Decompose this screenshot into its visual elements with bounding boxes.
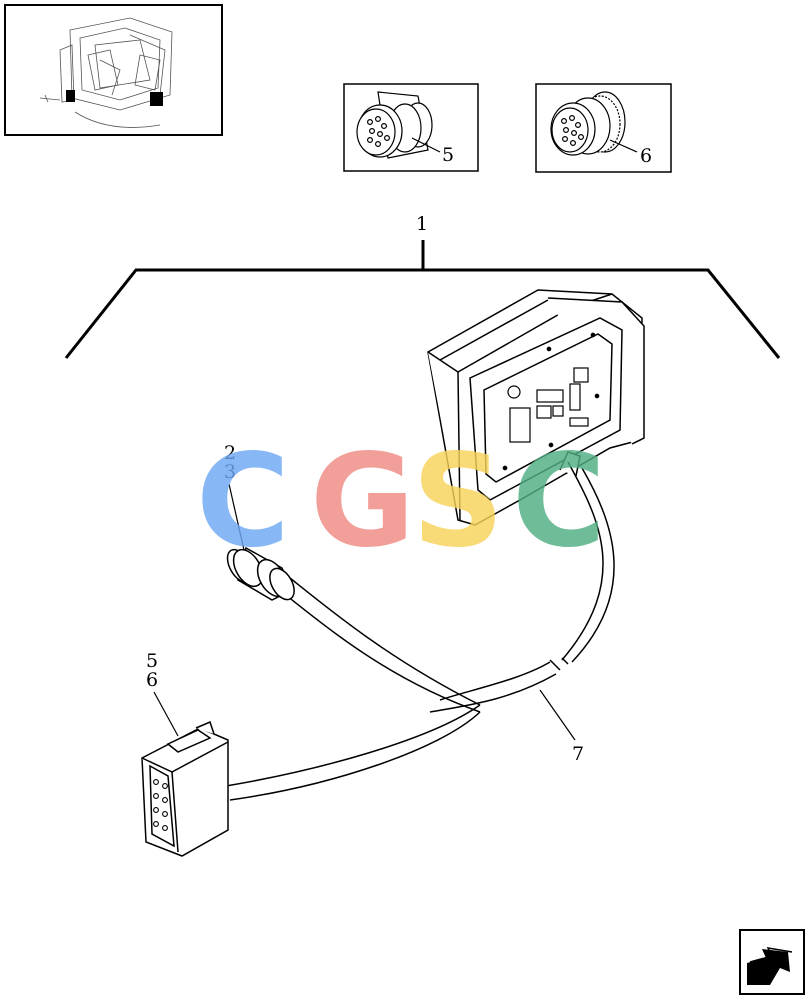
- monitor-unit: [427, 289, 645, 526]
- watermark-letter-g: G: [310, 427, 415, 576]
- rectangular-connector-5-6: [141, 720, 229, 857]
- callout-7: 7: [572, 743, 584, 765]
- callout-2: 2: [224, 442, 236, 464]
- callout-3: 3: [224, 461, 236, 483]
- round-connector-flange-icon: [356, 91, 433, 159]
- callout-1: 1: [416, 213, 428, 235]
- connector-detail-6: 6: [535, 83, 672, 173]
- watermark-letter-c1: C: [196, 427, 290, 576]
- callout-5-top: 5: [442, 144, 454, 166]
- connector-detail-5: 5: [343, 83, 479, 172]
- callout-5-side: 5: [146, 650, 158, 672]
- next-page-arrow-icon[interactable]: [739, 929, 805, 995]
- callout-6-top: 6: [640, 145, 652, 167]
- round-connector-2-3: [226, 546, 295, 601]
- cable-harness: [225, 461, 615, 801]
- callout-6-side: 6: [146, 669, 158, 691]
- overview-thumbnail: [4, 4, 223, 136]
- watermark-letter-c2: C: [512, 427, 606, 576]
- assembly-bracket: 1: [64, 213, 781, 359]
- watermark-letter-s: S: [412, 427, 504, 576]
- round-connector-knurled-icon: [550, 91, 626, 156]
- cgsc-watermark: C G S C: [196, 427, 606, 576]
